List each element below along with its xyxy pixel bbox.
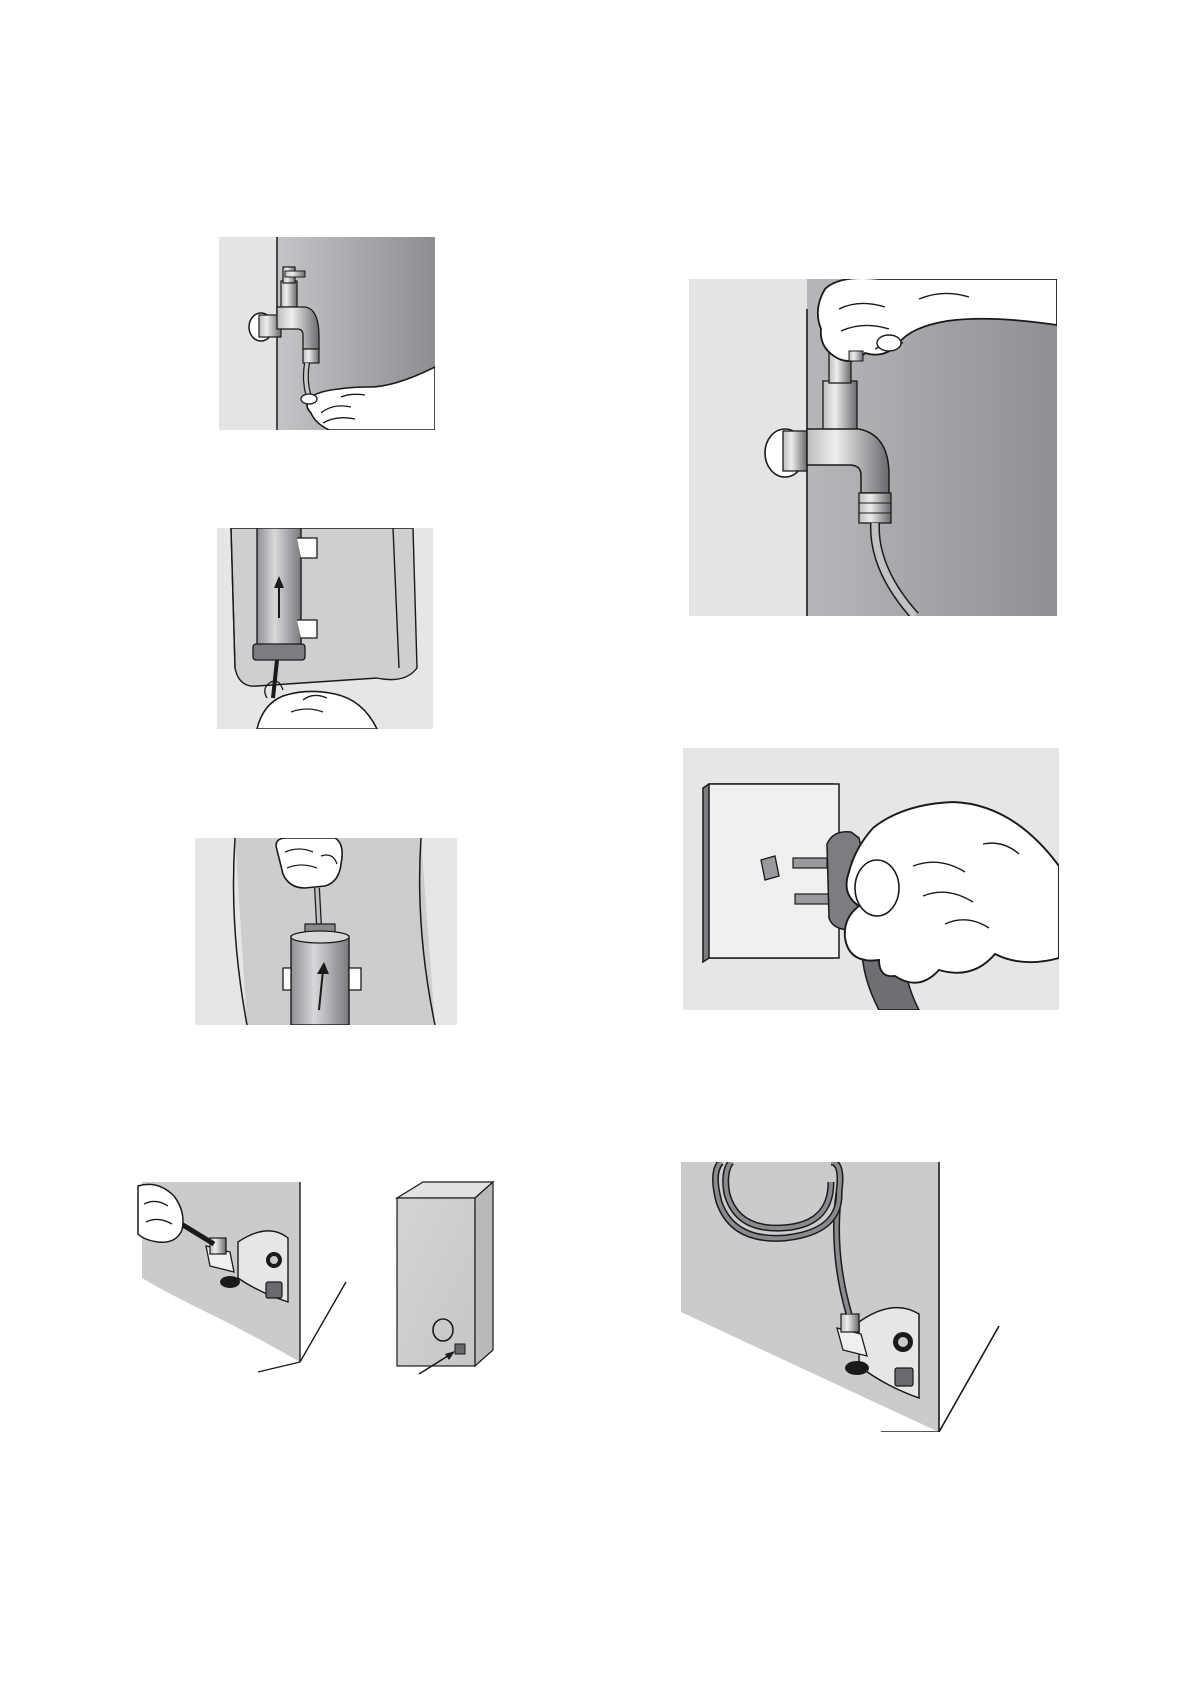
tap-valve-icon (689, 279, 1057, 616)
hose-coil-icon (681, 1162, 1011, 1432)
water-filter-icon (217, 528, 433, 729)
illustration-filter-insert (217, 528, 433, 729)
illustration-fridge-outline (393, 1182, 493, 1380)
power-plug-icon (683, 748, 1059, 1010)
illustration-plug-into-socket (683, 748, 1059, 1010)
illustration-filter-push-up (195, 838, 457, 1025)
illustration-tap-hose-connect (219, 237, 435, 430)
fridge-icon (393, 1182, 493, 1380)
water-filter-icon (195, 838, 457, 1025)
tap-hose-icon (219, 237, 435, 430)
illustration-fridge-back-connector (138, 1182, 350, 1372)
illustration-tap-open (689, 279, 1057, 616)
illustration-hose-coiled-back (681, 1162, 1011, 1432)
hose-connector-icon (138, 1182, 350, 1372)
